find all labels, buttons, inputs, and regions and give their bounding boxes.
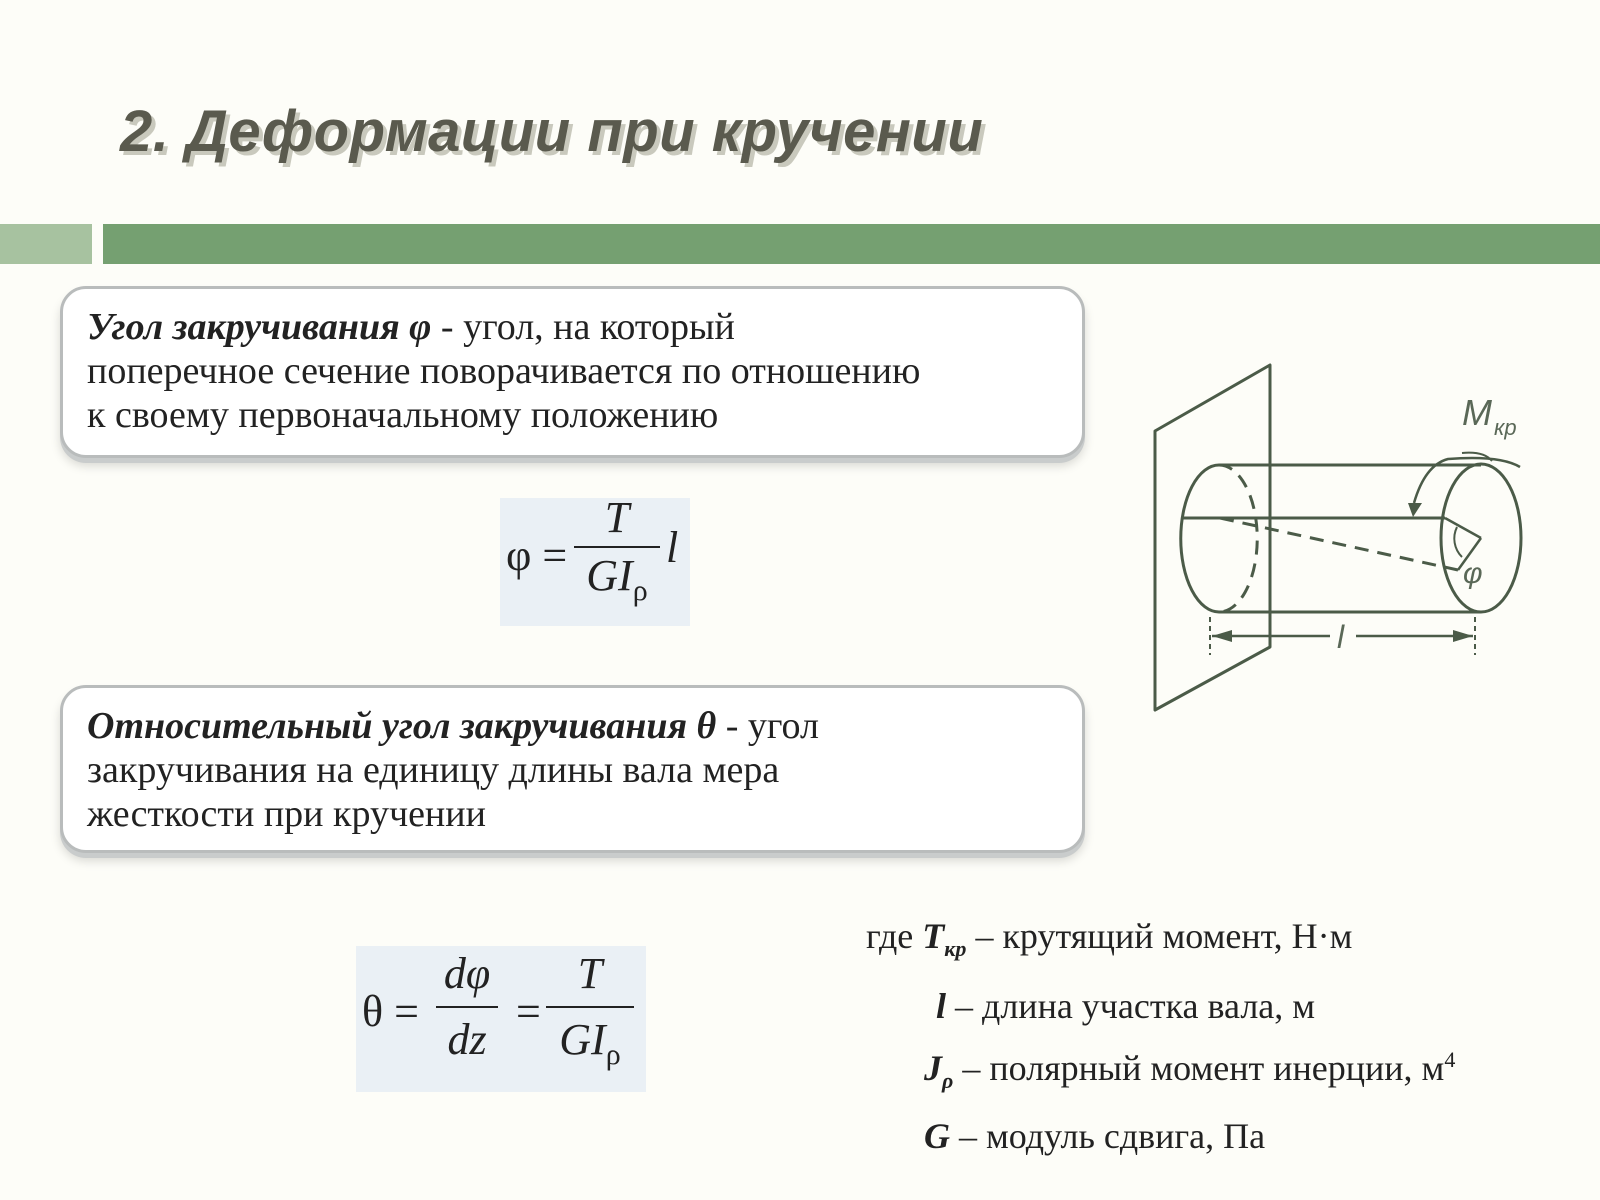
definition-text: - угол <box>716 705 820 747</box>
definition-text: закручивания на единицу длины вала мера <box>87 749 780 791</box>
shaft-left-end <box>1179 463 1220 614</box>
formula-lhs: φ = <box>506 531 568 580</box>
angle-label: φ <box>1463 557 1483 590</box>
header-bar <box>103 224 1600 264</box>
formula-numerator: T <box>604 493 630 542</box>
definition-box-twist-angle: Угол закручивания φ - угол, на который п… <box>60 286 1085 458</box>
formula-numerator: T <box>577 949 603 998</box>
legend-text: – полярный момент инерции, м <box>953 1048 1445 1088</box>
legend-symbol-sub: ρ <box>942 1068 954 1094</box>
formula-relative-twist-angle: θ = dφ dz = T GIρ <box>356 946 646 1092</box>
legend-text: – крутящий момент, Н·м <box>966 916 1353 956</box>
legend-symbol: T <box>922 916 945 956</box>
formula-fraction: T GIρ <box>546 942 634 1087</box>
page-title: 2. Деформации при кручении <box>120 99 984 164</box>
definition-text: - угол, на который <box>431 306 735 348</box>
legend-symbol-sub: кр <box>944 936 967 962</box>
formula-denominator-sub: ρ <box>632 574 648 607</box>
formula-denominator-sub: ρ <box>605 1038 621 1071</box>
legend-item: где Tкр – крутящий момент, Н·м <box>866 915 1352 962</box>
definition-box-relative-twist-angle: Относительный угол закручивания θ - угол… <box>60 685 1085 853</box>
shaft-right-end <box>1439 462 1523 614</box>
header-bar-accent <box>0 224 92 264</box>
definition-term: Относительный угол закручивания θ <box>87 705 717 747</box>
formula-twist-angle: φ = T GIρ l <box>500 493 690 626</box>
legend-text: – длина участка вала, м <box>946 986 1316 1026</box>
legend-symbol: G <box>924 1116 950 1156</box>
definition-text: жесткости при кручении <box>87 793 486 835</box>
definition-text: поперечное сечение поворачивается по отн… <box>87 350 921 392</box>
shaft-left-end-hidden <box>1218 463 1259 614</box>
twist-angle-arc <box>1453 526 1463 558</box>
formula-fraction: T GIρ <box>574 490 660 619</box>
formula-lhs: θ = <box>362 987 419 1036</box>
twisted-generatrix <box>1219 516 1459 572</box>
shaft-torsion-diagram: l M кр φ <box>1153 363 1523 712</box>
legend-text: – модуль сдвига, Па <box>950 1116 1266 1156</box>
formula-denominator: GI <box>586 551 633 600</box>
formula-equals: = <box>516 987 541 1036</box>
formula-denominator: dz <box>447 1015 487 1064</box>
legend-symbol: J <box>924 1048 942 1088</box>
torque-label-sub: кр <box>1494 415 1517 440</box>
formula-denominator: GI <box>559 1015 606 1064</box>
torque-label: M <box>1462 392 1492 433</box>
torque-arrow <box>1412 456 1521 504</box>
page-title-shadow: 2. Деформации при кручении <box>124 103 988 168</box>
length-label: l <box>1337 619 1345 655</box>
legend-item: l – длина участка вала, м <box>936 985 1315 1027</box>
legend-unit-exponent: 4 <box>1444 1047 1456 1072</box>
legend-symbol: l <box>936 986 947 1026</box>
legend-item: Jρ – полярный момент инерции, м4 <box>924 1047 1455 1094</box>
formula-fraction-derivative: dφ dz <box>436 942 498 1072</box>
formula-length-factor: l <box>666 523 679 572</box>
definition-term: Угол закручивания φ <box>87 306 432 348</box>
legend-item: G – модуль сдвига, Па <box>924 1115 1265 1157</box>
legend-prefix: где <box>866 916 923 956</box>
fixed-wall <box>1153 363 1272 712</box>
formula-numerator: dφ <box>443 949 491 998</box>
definition-text: к своему первоначальному положению <box>87 394 719 436</box>
